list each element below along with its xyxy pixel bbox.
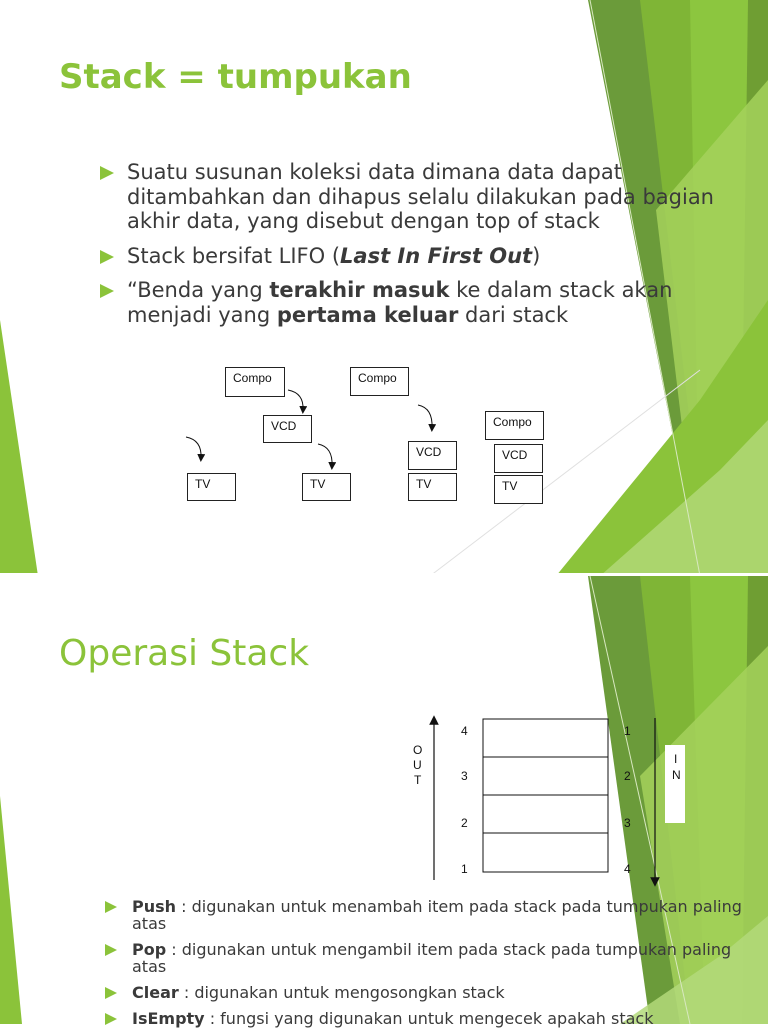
- out-letter: T: [414, 773, 422, 787]
- out-letter: O: [413, 743, 423, 757]
- stack-right-number: 1: [624, 724, 631, 738]
- diagram-compo-box: Compo: [485, 411, 544, 440]
- diagram-compo-box: Compo: [225, 367, 285, 397]
- bullet-arrow-icon: [100, 249, 114, 264]
- stack-push-diagram-arrows: [185, 389, 437, 470]
- in-letter: N: [672, 768, 681, 782]
- bullet-definition: Suatu susunan koleksi data dimana data d…: [100, 160, 720, 234]
- diagram-vcd-box: VCD: [494, 444, 543, 473]
- push-arrow-vcd: [287, 389, 308, 414]
- stack-right-number: 4: [624, 862, 631, 876]
- operation-description: : digunakan untuk mengambil item pada st…: [132, 940, 732, 976]
- diagram-tv-box: TV: [302, 473, 351, 501]
- bullet-lifo-text: Stack bersifat LIFO (: [127, 243, 341, 268]
- push-arrow-tv: [185, 436, 206, 462]
- operation-term: IsEmpty: [132, 1009, 205, 1028]
- diagram-tv-box: TV: [494, 475, 543, 504]
- operation-term: Pop: [132, 940, 167, 959]
- bullet-arrow-icon: [105, 987, 117, 999]
- slide1-green-decoration: [0, 0, 768, 576]
- operation-push: Push : digunakan untuk menambah item pad…: [105, 898, 745, 932]
- slide1-title: Stack = tumpukan: [59, 57, 412, 97]
- stack-left-number: 4: [461, 724, 468, 738]
- operation-pop: Pop : digunakan untuk mengambil item pad…: [105, 941, 745, 975]
- operation-term: Push: [132, 897, 177, 916]
- operation-isempty: IsEmpty : fungsi yang digunakan untuk me…: [105, 1010, 745, 1027]
- operation-term: Clear: [132, 983, 179, 1002]
- out-letter: U: [413, 758, 422, 772]
- bullet-analogy-bold-last-in: terakhir masuk: [269, 278, 450, 302]
- diagram-compo-box: Compo: [350, 367, 409, 396]
- in-letter: I: [674, 752, 678, 766]
- bullet-analogy-text-3: dari stack: [458, 302, 569, 327]
- push-arrow-compo: [417, 404, 437, 432]
- bullet-definition-text: Suatu susunan koleksi data dimana data d…: [127, 160, 714, 233]
- operation-clear: Clear : digunakan untuk mengosongkan sta…: [105, 984, 745, 1001]
- stack-left-number: 2: [461, 816, 468, 830]
- lifo-expansion: Last In First Out: [340, 243, 533, 268]
- stack-left-number: 3: [461, 769, 468, 783]
- diagram-tv-box: TV: [408, 473, 457, 501]
- bullet-analogy: “Benda yang terakhir masuk ke dalam stac…: [100, 278, 720, 327]
- bullet-arrow-icon: [105, 901, 117, 913]
- bullet-analogy-text-1: “Benda yang: [127, 278, 270, 302]
- diagram-vcd-box: VCD: [408, 441, 457, 470]
- bullet-arrow-icon: [105, 944, 117, 956]
- push-arrow-vcd-on-tv: [317, 443, 337, 470]
- diagram-tv-box: TV: [187, 473, 236, 501]
- bullet-analogy-bold-first-out: pertama keluar: [276, 302, 459, 327]
- slide2-title: Operasi Stack: [59, 633, 310, 674]
- bullet-lifo: Stack bersifat LIFO (Last In First Out): [100, 244, 720, 269]
- operation-description: : fungsi yang digunakan untuk mengecek a…: [204, 1009, 654, 1028]
- stack-left-number: 1: [461, 862, 468, 876]
- diagram-vcd-box: VCD: [263, 415, 312, 443]
- slide-stack-tumpukan: Stack = tumpukan Suatu susunan koleksi d…: [0, 0, 768, 576]
- bullet-lifo-close: ): [532, 243, 541, 268]
- stack-right-number: 3: [624, 816, 631, 830]
- stack-right-number: 2: [624, 769, 631, 783]
- bullet-arrow-icon: [105, 1013, 117, 1025]
- bullet-arrow-icon: [100, 284, 114, 298]
- slide2-operation-list: Push : digunakan untuk menambah item pad…: [105, 898, 745, 1036]
- bullet-arrow-icon: [100, 166, 114, 180]
- bullet-analogy-text-2: ke dalam stack akan menjadi yang: [127, 278, 673, 327]
- operation-description: : digunakan untuk menambah item pada sta…: [132, 897, 742, 933]
- slide1-bullet-list: Suatu susunan koleksi data dimana data d…: [100, 160, 720, 337]
- operation-description: : digunakan untuk mengosongkan stack: [178, 983, 505, 1002]
